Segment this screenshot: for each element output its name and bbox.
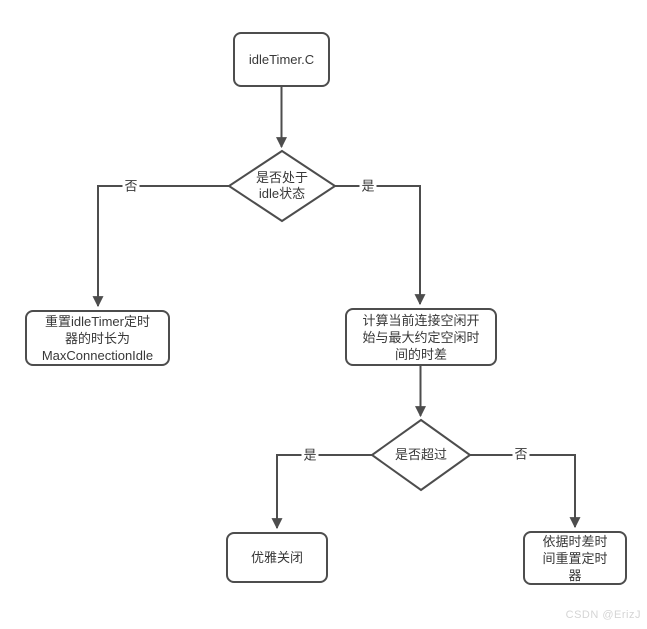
decision-idle-line1: 是否处于: [255, 170, 308, 185]
edge-decision-idle-yes: [335, 185, 426, 306]
node-calc-diff-line3: 间的时差: [394, 346, 447, 362]
decision-idle-diamond: [227, 149, 337, 223]
node-reset-timer-line1: 重置idleTimer定时: [45, 313, 150, 329]
node-calc-diff: 计算当前连接空闲开 始与最大约定空闲时 间的时差: [345, 308, 497, 366]
edge-label-idle-yes: 是: [359, 178, 377, 194]
edge-label-idle-no: 否: [122, 178, 140, 194]
node-reset-by-diff-line2: 间重置定时: [542, 550, 608, 566]
decision-exceed-diamond: [370, 418, 472, 492]
decision-idle-text: 是否处于 idle状态: [232, 170, 332, 202]
decision-exceed-text: 是否超过: [371, 447, 471, 463]
node-calc-diff-line1: 计算当前连接空闲开: [362, 312, 480, 328]
node-reset-by-diff-line1: 依据时差时: [542, 533, 608, 549]
node-graceful-close-label: 优雅关闭: [250, 550, 303, 565]
node-reset-by-diff: 依据时差时 间重置定时 器: [523, 531, 627, 585]
node-reset-timer: 重置idleTimer定时 器的时长为 MaxConnectionIdle: [25, 310, 170, 366]
node-calc-diff-line2: 始与最大约定空闲时: [362, 329, 480, 345]
edge-label-exceed-no: 否: [512, 446, 530, 462]
edge-decision-exceed-yes: [271, 454, 372, 530]
edge-label-exceed-yes: 是: [301, 447, 319, 463]
node-reset-by-diff-line3: 器: [568, 567, 582, 583]
decision-exceed-label: 是否超过: [394, 447, 447, 462]
decision-idle-line2: idle状态: [258, 186, 306, 201]
node-graceful-close: 优雅关闭: [226, 532, 328, 583]
edge-decision-idle-no: [92, 185, 229, 308]
node-start-label: idleTimer.C: [248, 52, 315, 67]
edge-decision-exceed-no: [470, 454, 581, 529]
node-reset-timer-line2: 器的时长为: [64, 330, 130, 346]
node-reset-timer-line3: MaxConnectionIdle: [41, 347, 154, 363]
watermark: CSDN @ErizJ: [565, 609, 641, 621]
node-start: idleTimer.C: [233, 32, 330, 87]
